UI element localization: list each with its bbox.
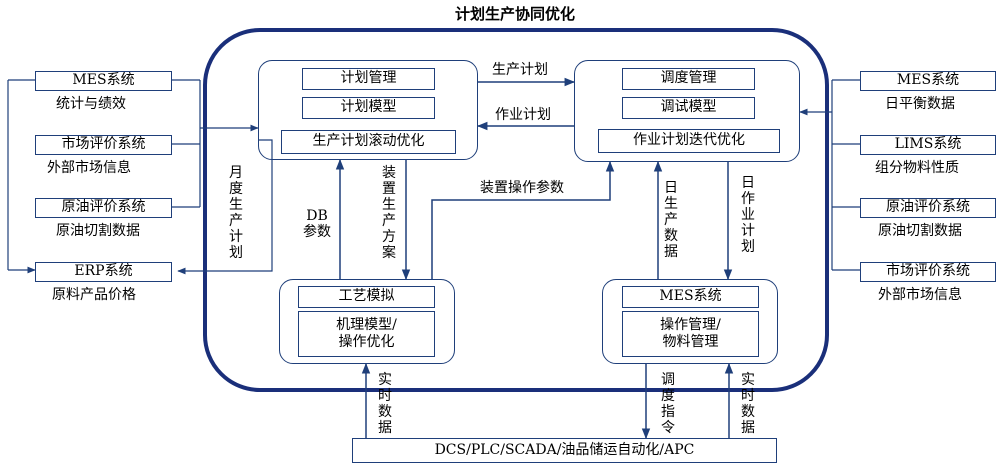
- scheduling-model: 调试模型: [622, 97, 755, 119]
- scheduling-block: [574, 60, 800, 162]
- label-dispatch: 调度指令: [661, 372, 675, 436]
- right-box-market: 市场评价系统: [860, 262, 996, 282]
- label-daily-prod: 日生产数据: [664, 180, 678, 260]
- planning-rolling-optimization: 生产计划滚动优化: [281, 130, 456, 154]
- diagram-title: 计划生产协同优化: [455, 5, 576, 23]
- scheduling-iterative-optimization: 作业计划迭代优化: [598, 129, 780, 153]
- right-caption-lims: 组分物料性质: [875, 160, 959, 176]
- planning-block: [258, 60, 478, 160]
- planning-model: 计划模型: [302, 97, 435, 119]
- monthly-plan-arrow: [177, 139, 273, 275]
- scheduling-management: 调度管理: [622, 68, 755, 90]
- device-params-arrow: [431, 160, 615, 279]
- mes-block: [602, 279, 778, 364]
- right-box-mes: MES系统: [860, 71, 996, 91]
- label-db-params: DB 参数: [303, 208, 331, 240]
- label-device-params: 装置操作参数: [480, 180, 564, 196]
- bottom-control-bar: DCS/PLC/SCADA/油品储运自动化/APC: [352, 438, 777, 463]
- planning-management: 计划管理: [302, 68, 435, 90]
- left-caption-crude: 原油切割数据: [56, 223, 140, 239]
- process-simulation: 工艺模拟: [298, 286, 435, 308]
- label-monthly-plan: 月度生产计划: [229, 165, 243, 261]
- right-box-lims: LIMS系统: [860, 135, 996, 155]
- label-device-scheme: 装置生产方案: [382, 165, 396, 261]
- right-caption-mes: 日平衡数据: [885, 96, 955, 112]
- left-box-crude: 原油评价系统: [35, 198, 172, 218]
- right-caption-market: 外部市场信息: [878, 287, 962, 303]
- left-box-market: 市场评价系统: [35, 135, 172, 155]
- label-operation-plan: 作业计划: [495, 107, 551, 123]
- mechanism-model-box: 机理模型/ 操作优化: [298, 311, 435, 357]
- left-caption-erp: 原料产品价格: [52, 287, 136, 303]
- left-caption-mes: 统计与绩效: [56, 96, 126, 112]
- mes-system-inner: MES系统: [622, 286, 759, 308]
- left-box-erp: ERP系统: [35, 262, 172, 282]
- label-realtime-left: 实时数据: [378, 372, 392, 436]
- left-box-mes: MES系统: [35, 71, 172, 91]
- label-daily-plan: 日作业计划: [741, 175, 755, 255]
- process-sim-block: [279, 279, 455, 364]
- label-production-plan: 生产计划: [492, 62, 548, 78]
- label-realtime-right: 实时数据: [741, 372, 755, 436]
- right-caption-crude: 原油切割数据: [878, 223, 962, 239]
- left-caption-market: 外部市场信息: [47, 160, 131, 176]
- operation-material-box: 操作管理/ 物料管理: [622, 311, 759, 357]
- right-box-crude: 原油评价系统: [860, 198, 996, 218]
- outer-frame: [203, 28, 829, 392]
